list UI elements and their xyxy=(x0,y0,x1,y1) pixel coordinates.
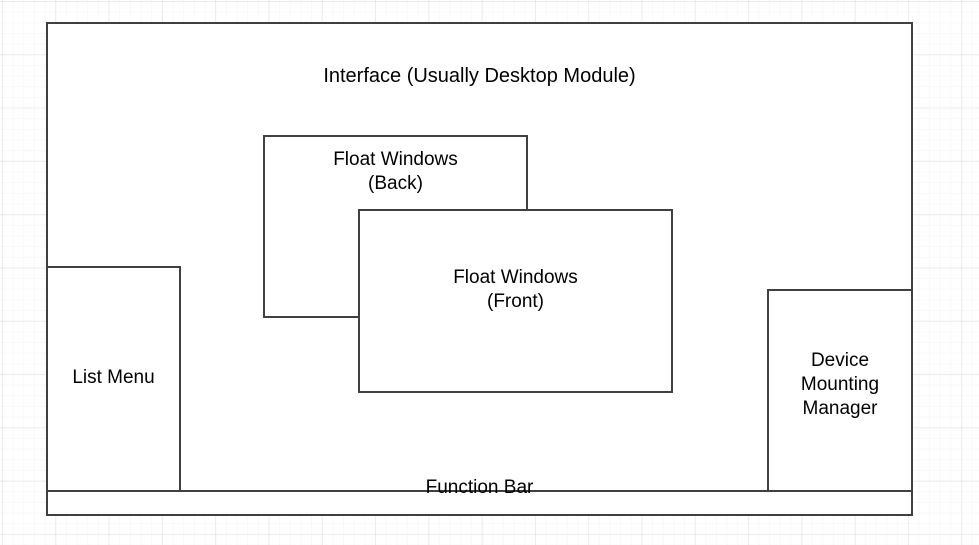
list-menu-label: List Menu xyxy=(72,367,155,388)
device-mounting-manager-panel[interactable]: Device Mounting Manager xyxy=(767,289,913,492)
float-window-back-label: Float Windows (Back) xyxy=(333,149,458,194)
function-bar[interactable]: Function Bar xyxy=(46,477,913,516)
interface-title: Interface (Usually Desktop Module) xyxy=(323,65,636,87)
list-menu-panel[interactable]: List Menu xyxy=(46,266,181,492)
device-mounting-manager-label: Device Mounting Manager xyxy=(800,350,880,419)
float-window-front-label: Float Windows (Front) xyxy=(453,267,578,312)
float-window-front[interactable]: Float Windows (Front) xyxy=(358,209,673,393)
